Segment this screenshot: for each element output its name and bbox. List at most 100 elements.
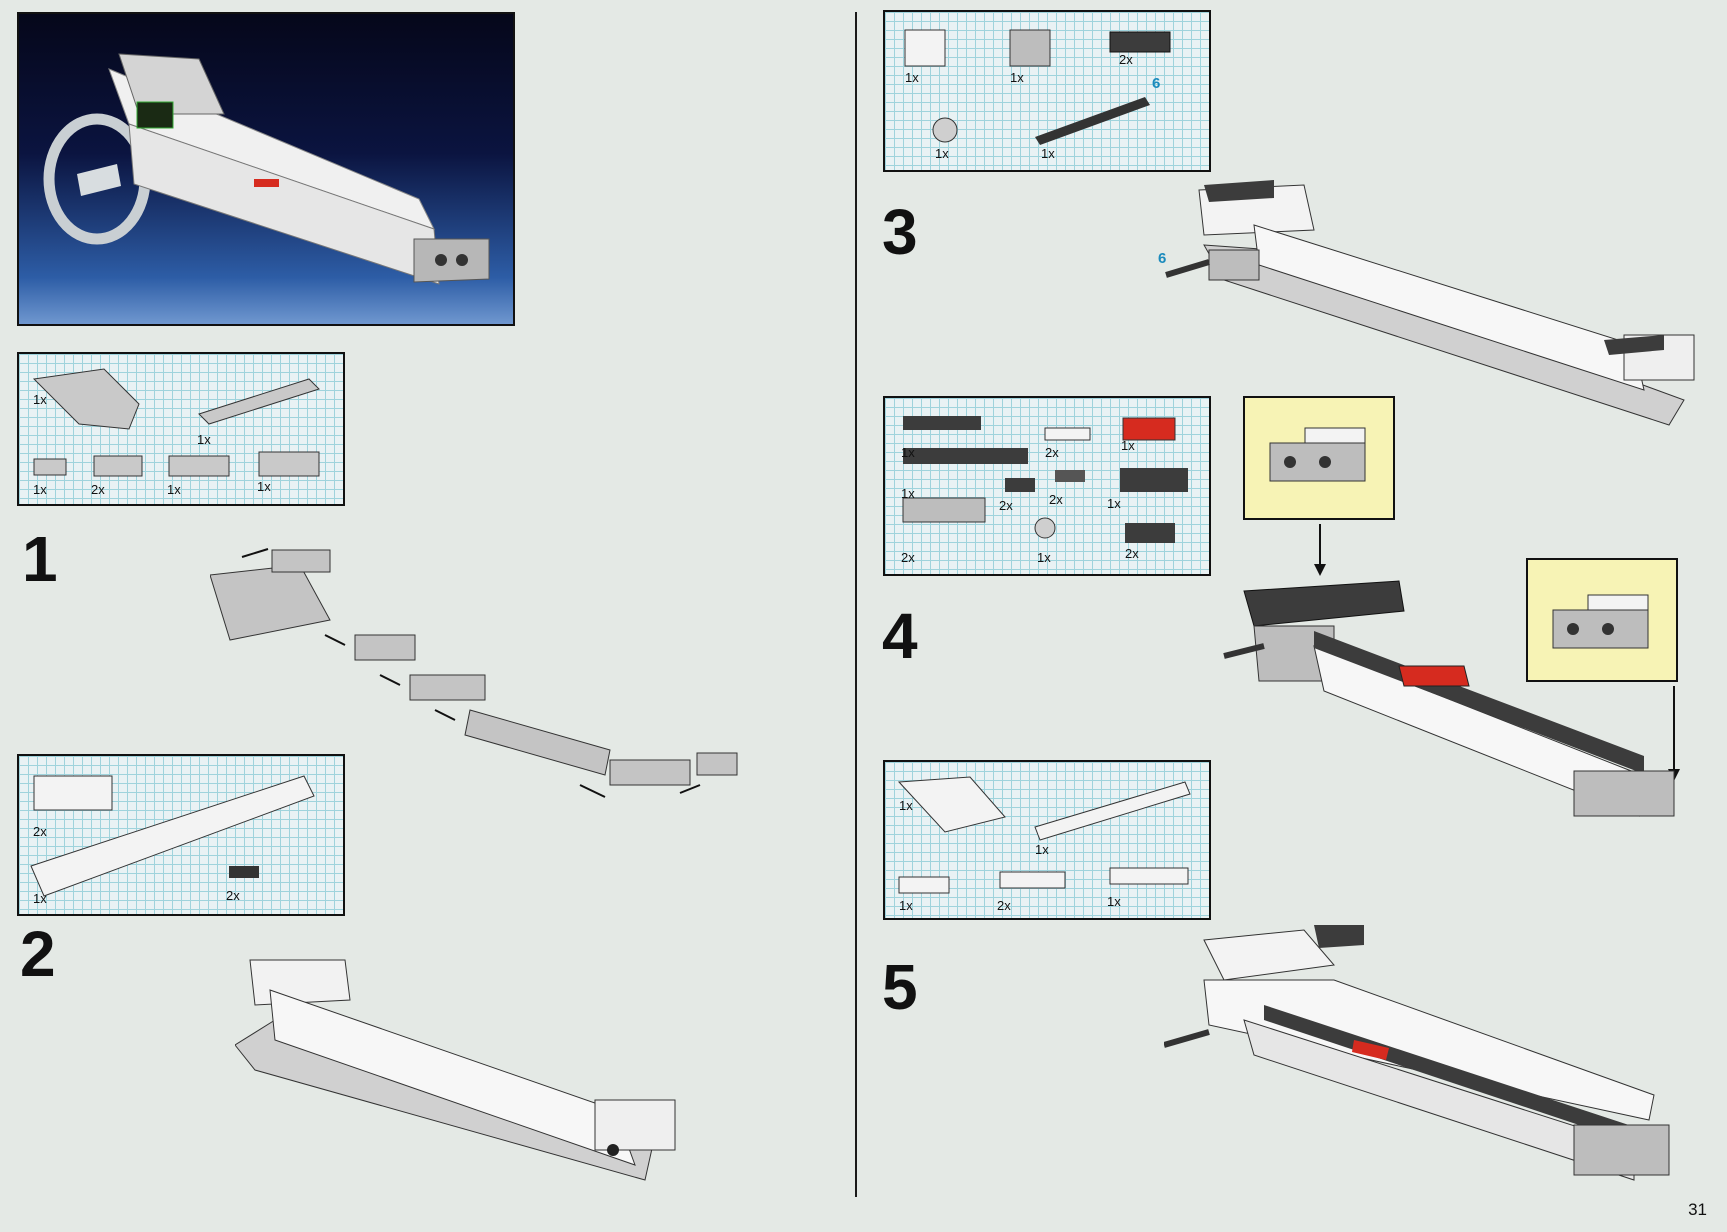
dark-plates-top bbox=[1243, 580, 1405, 627]
step5-parts-list: 1x 1x 1x 2x 1x bbox=[883, 760, 1211, 920]
corner-beam bbox=[594, 1099, 676, 1151]
grille-tile bbox=[1304, 427, 1366, 444]
part-qty: 1x bbox=[901, 486, 915, 501]
white-plate-1x3-part bbox=[898, 876, 950, 894]
beam-hole bbox=[1602, 623, 1614, 635]
corner-plate-dark-part bbox=[1109, 31, 1171, 53]
step3-assembly-drawing bbox=[1165, 180, 1695, 426]
step2-parts-list: 2x 1x 2x bbox=[17, 754, 345, 916]
dark-stripe bbox=[1264, 1005, 1644, 1145]
long-plate bbox=[464, 709, 611, 776]
step1-parts-list: 1x 1x 1x 2x 1x 1x bbox=[17, 352, 345, 506]
part-qty: 1x bbox=[33, 392, 47, 407]
steering-wheel-hub bbox=[77, 164, 121, 196]
beam-hole bbox=[1567, 623, 1579, 635]
finished-model-photo bbox=[17, 12, 515, 326]
grey-beam bbox=[1208, 249, 1260, 281]
beam-with-tile-callout-drawing bbox=[1552, 594, 1649, 649]
right-page: 1x 1x 2x 1x 1x 6 3 6 1x 2x bbox=[864, 0, 1727, 1232]
part-qty: 1x bbox=[33, 891, 47, 906]
step4-parts-drawing bbox=[902, 416, 1188, 543]
wedge-plate bbox=[210, 564, 331, 641]
white-wedge-plate bbox=[1203, 929, 1335, 981]
axle bbox=[1165, 259, 1210, 278]
part-qty: 2x bbox=[999, 498, 1013, 513]
part-qty: 2x bbox=[901, 550, 915, 565]
step4-assembly-drawing bbox=[1223, 524, 1680, 817]
corner-plate bbox=[609, 759, 691, 786]
part-qty: 1x bbox=[1010, 70, 1024, 85]
part-qty: 2x bbox=[33, 824, 47, 839]
end-beam bbox=[413, 238, 490, 283]
pin-part bbox=[1055, 470, 1085, 482]
part-qty: 1x bbox=[899, 798, 913, 813]
part-qty: 1x bbox=[905, 70, 919, 85]
axle-6-part bbox=[1035, 97, 1150, 145]
part-qty: 1x bbox=[1107, 894, 1121, 909]
part-qty: 1x bbox=[1121, 438, 1135, 453]
part-qty: 1x bbox=[1041, 146, 1055, 161]
part-qty: 1x bbox=[33, 482, 47, 497]
long-beam bbox=[269, 989, 636, 1166]
dark-plate-1x2-part bbox=[1005, 478, 1035, 492]
beam-hole bbox=[1284, 456, 1296, 468]
red-plate-part bbox=[1122, 417, 1176, 441]
step-number: 3 bbox=[882, 196, 918, 268]
beam-hole bbox=[435, 254, 447, 266]
plate bbox=[696, 752, 738, 776]
part-qty: 1x bbox=[901, 445, 915, 460]
step-number: 5 bbox=[882, 951, 918, 1023]
part-qty: 2x bbox=[997, 898, 1011, 913]
red-plate bbox=[1398, 665, 1470, 687]
step1-exploded-plates-drawing bbox=[210, 548, 738, 798]
part-qty: 2x bbox=[1119, 52, 1133, 67]
part-qty: 2x bbox=[91, 482, 105, 497]
axle-callout-number: 6 bbox=[1158, 250, 1167, 267]
step3-parts-drawing bbox=[904, 29, 1171, 145]
beam-with-tile-callout-drawing bbox=[1269, 427, 1366, 482]
step4-parts-list: 1x 2x 1x 1x 2x 2x 1x 2x 1x 2x bbox=[883, 396, 1211, 576]
wedge-plate-part bbox=[32, 368, 140, 430]
axle bbox=[1164, 1029, 1210, 1048]
white-wedge-plate-part bbox=[897, 776, 1006, 833]
grille-tile bbox=[1587, 594, 1649, 611]
plate-2x2-part bbox=[93, 455, 143, 477]
dark-plate bbox=[1604, 335, 1664, 355]
step1-parts-drawing bbox=[32, 368, 320, 477]
plate bbox=[271, 549, 331, 573]
bush-part bbox=[932, 117, 958, 143]
beam-1x2-white-part bbox=[904, 29, 946, 67]
part-qty: 2x bbox=[1125, 546, 1139, 561]
dark-plate-1x6-part bbox=[903, 448, 1028, 464]
step3-parts-list: 1x 1x 2x 1x 1x 6 bbox=[883, 10, 1211, 172]
dark-plate bbox=[1314, 925, 1364, 948]
long-beam bbox=[1243, 1019, 1635, 1181]
part-qty: 1x bbox=[167, 482, 181, 497]
dark-plate-1x4-part bbox=[903, 416, 981, 430]
step-number: 1 bbox=[22, 523, 58, 595]
white-plate-1x10-part bbox=[1034, 781, 1191, 841]
beam-1x2-grey-part bbox=[1009, 29, 1051, 67]
dark-plate bbox=[1204, 180, 1274, 202]
step-number: 2 bbox=[20, 918, 56, 990]
step2-parts-drawing bbox=[30, 775, 315, 897]
red-accent-plate bbox=[254, 179, 279, 187]
step4-callout-right bbox=[1526, 558, 1678, 682]
grey-beam-part bbox=[902, 497, 986, 523]
plate-2x3-part bbox=[258, 451, 320, 477]
assembly-arrows bbox=[241, 548, 701, 798]
end-beam bbox=[1573, 770, 1675, 817]
part-qty: 2x bbox=[1045, 445, 1059, 460]
white-plate-1x4-part bbox=[999, 871, 1066, 889]
part-qty: 1x bbox=[1035, 842, 1049, 857]
bush-part bbox=[1034, 517, 1056, 539]
beam-1x4-part bbox=[33, 775, 113, 811]
dark-corner-plate-part bbox=[1125, 523, 1175, 543]
step-number: 4 bbox=[882, 600, 918, 672]
page-number: 31 bbox=[1688, 1200, 1707, 1219]
end-beam bbox=[1573, 1124, 1670, 1176]
axle-length-label: 6 bbox=[1152, 75, 1161, 92]
plate-corner-part bbox=[168, 455, 230, 477]
plate-1x1-part bbox=[33, 458, 67, 476]
step2-beam-assembly-drawing bbox=[235, 959, 676, 1181]
